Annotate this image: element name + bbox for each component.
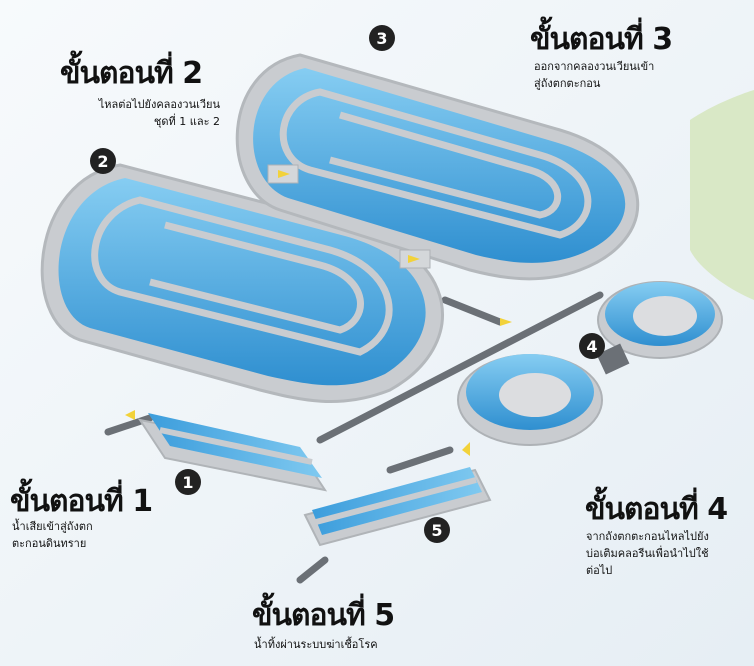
marker-2-label: 2: [97, 152, 108, 171]
step-5-desc-line: น้ำทิ้งผ่านระบบฆ่าเชื้อโรค: [254, 636, 378, 653]
marker-5-label: 5: [431, 521, 442, 540]
step-4-desc-line: จากถังตกตะกอนไหลไปยัง: [586, 528, 709, 545]
step-1-desc-line: น้ำเสียเข้าสู่ถังตก: [12, 518, 93, 535]
step-3-desc-line: สู่ถังตกตะกอน: [534, 75, 654, 92]
marker-4-label: 4: [586, 337, 597, 356]
marker-1-label: 1: [182, 473, 193, 492]
step-2-desc: ไหลต่อไปยังคลองวนเวียน ชุดที่ 1 และ 2: [70, 96, 220, 130]
step-4-desc-line: บ่อเติมคลอรีนเพื่อนำไปใช้: [586, 545, 709, 562]
step-2-desc-line: ชุดที่ 1 และ 2: [70, 113, 220, 130]
step-4-title: ขั้นตอนที่ 4: [585, 486, 727, 533]
marker-3-label: 3: [376, 29, 387, 48]
step-5-title: ขั้นตอนที่ 5: [252, 592, 394, 639]
step-3-desc: ออกจากคลองวนเวียนเข้า สู่ถังตกตะกอน: [534, 58, 654, 92]
step-3-title: ขั้นตอนที่ 3: [530, 16, 672, 63]
step-5-desc: น้ำทิ้งผ่านระบบฆ่าเชื้อโรค: [254, 636, 378, 653]
step-2-title: ขั้นตอนที่ 2: [60, 50, 202, 97]
step-1-desc: น้ำเสียเข้าสู่ถังตก ตะกอนดินทราย: [12, 518, 93, 552]
step-4-desc: จากถังตกตะกอนไหลไปยัง บ่อเติมคลอรีนเพื่อ…: [586, 528, 709, 579]
step-3-desc-line: ออกจากคลองวนเวียนเข้า: [534, 58, 654, 75]
step-1-desc-line: ตะกอนดินทราย: [12, 535, 93, 552]
step-4-desc-line: ต่อไป: [586, 562, 709, 579]
step-2-desc-line: ไหลต่อไปยังคลองวนเวียน: [70, 96, 220, 113]
